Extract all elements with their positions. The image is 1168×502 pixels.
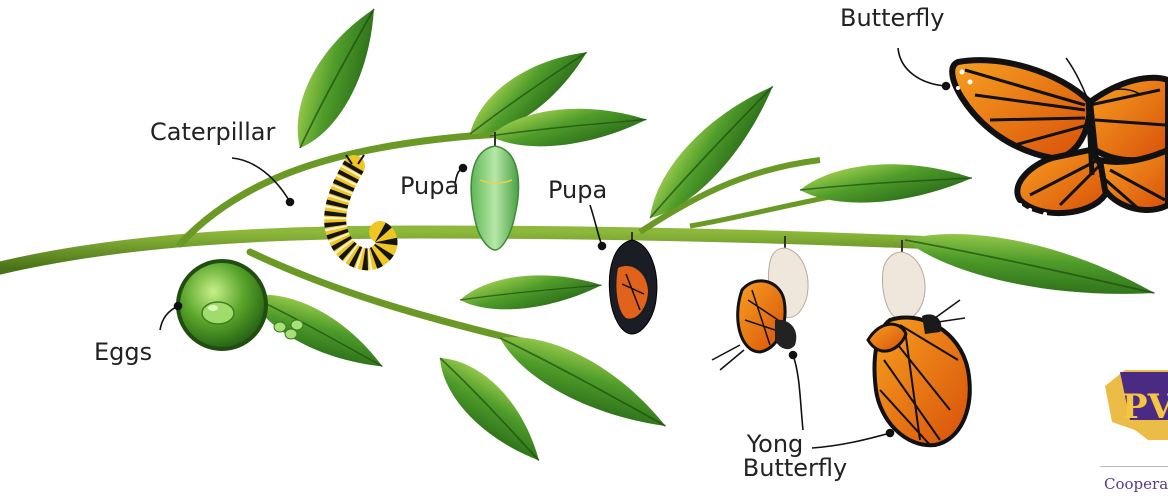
adult-butterfly-illustration: [952, 58, 1168, 216]
label-young-butterfly: Yong Butterfly: [730, 432, 860, 480]
logo-footer: Cooperati: [1100, 466, 1168, 502]
dark-chrysalis-illustration: [609, 232, 657, 334]
label-pupa-1: Pupa: [400, 174, 459, 198]
logo-letters: PVA: [1122, 387, 1168, 427]
label-young-butterfly-line1: Yong: [730, 432, 860, 456]
label-pupa-2: Pupa: [548, 178, 607, 202]
logo-footer-text: Cooperati: [1104, 475, 1168, 493]
emerging-butterfly-illustration: [712, 236, 808, 370]
label-eggs: Eggs: [94, 340, 152, 364]
university-logo: PVA: [1105, 370, 1168, 440]
label-young-butterfly-line2: Butterfly: [730, 456, 860, 480]
label-butterfly: Butterfly: [840, 6, 944, 30]
caterpillar-illustration: [335, 155, 386, 259]
young-butterfly-illustration: [868, 240, 970, 445]
label-caterpillar: Caterpillar: [150, 120, 275, 144]
